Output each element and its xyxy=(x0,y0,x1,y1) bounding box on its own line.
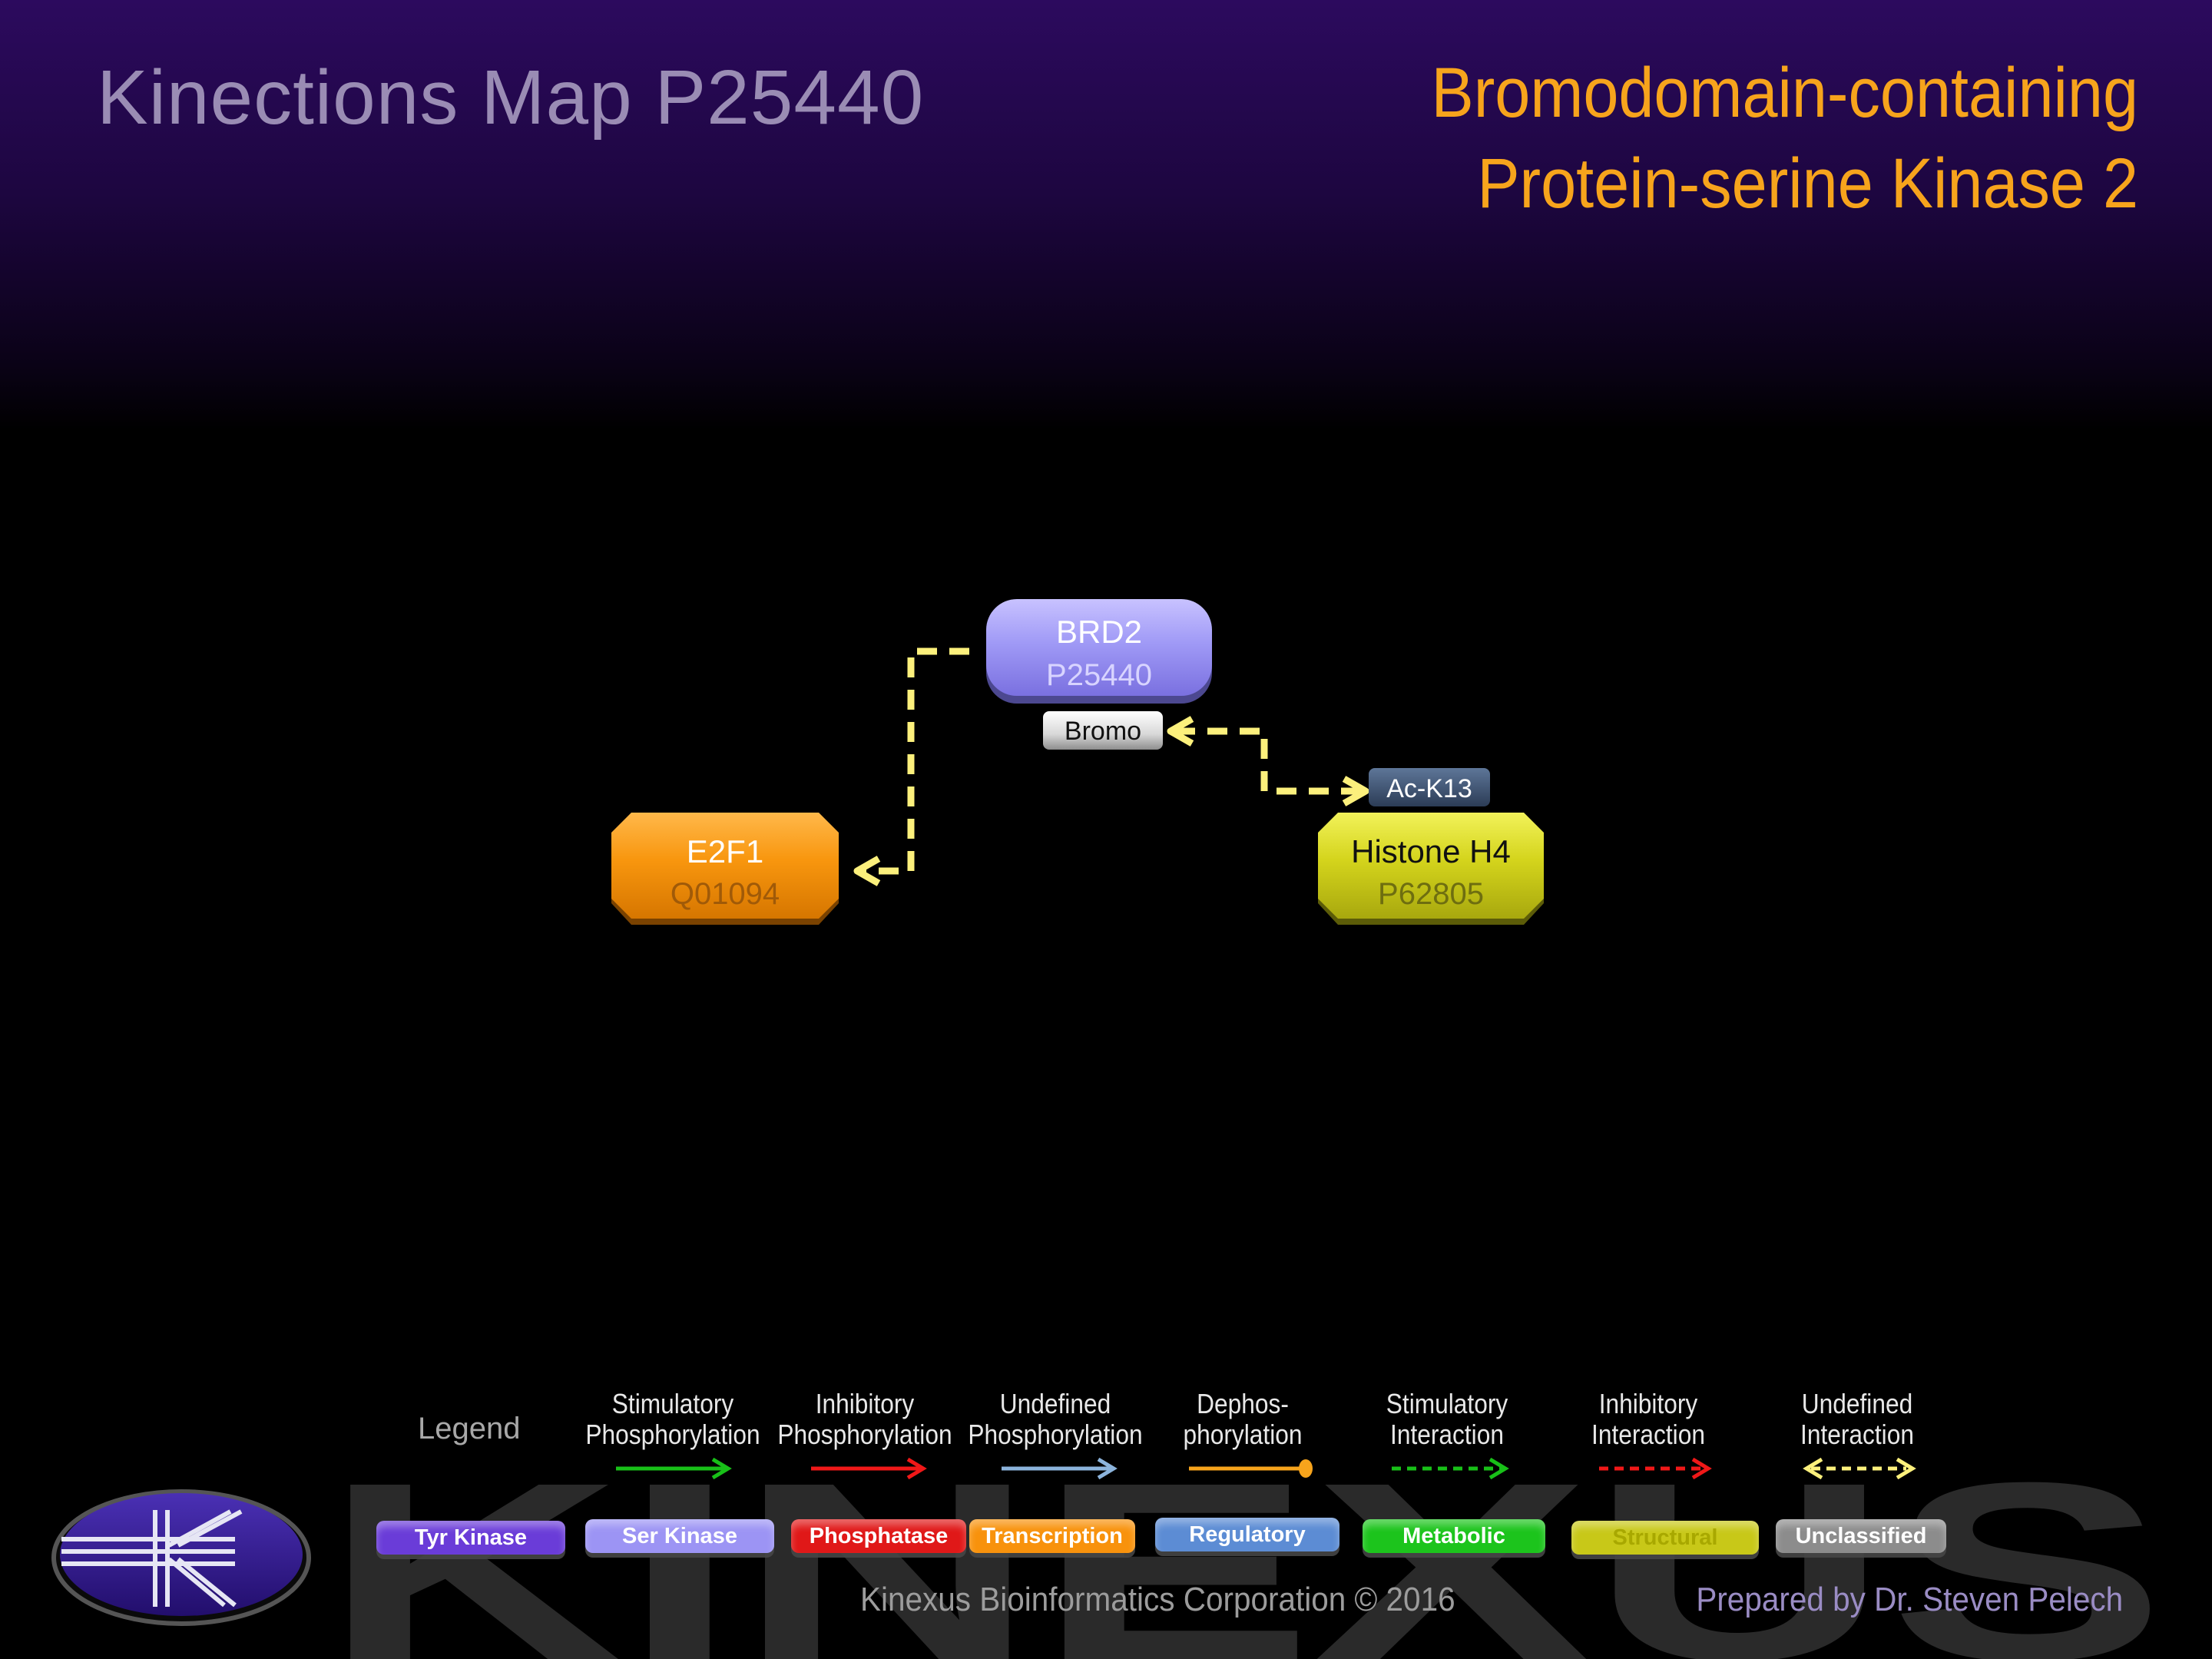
legend-chip-unclassified: Unclassified xyxy=(1776,1519,1946,1553)
node-brd2[interactable]: BRD2 P25440 xyxy=(986,599,1212,704)
legend-chip-structural: Structural xyxy=(1571,1521,1759,1555)
legend-label-stim-phos: Stimulatory Phosphorylation xyxy=(578,1389,767,1450)
footer-corporation: Kinexus Bioinformatics Corporation © 201… xyxy=(860,1581,1455,1618)
legend-label-undef-int: Undefined Interaction xyxy=(1763,1389,1952,1450)
legend-chip-tyr-kinase: Tyr Kinase xyxy=(376,1521,565,1555)
edge-bromo-histone-h4 xyxy=(1167,716,1369,806)
legend-label-undef-phos: Undefined Phosphorylation xyxy=(961,1389,1150,1450)
legend-label-line: phorylation xyxy=(1183,1419,1303,1450)
legend-chip-phosphatase: Phosphatase xyxy=(791,1519,966,1553)
arrowhead-ac-k13 xyxy=(1342,776,1369,806)
legend-label-inhib-phos: Inhibitory Phosphorylation xyxy=(770,1389,959,1450)
arrowhead-bromo xyxy=(1167,716,1194,747)
legend-title: Legend xyxy=(418,1412,521,1445)
legend-arrow-inhib-int xyxy=(1599,1457,1712,1480)
node-e2f1[interactable]: E2F1 Q01094 xyxy=(611,813,839,925)
legend-arrow-undef-phos xyxy=(1002,1457,1118,1480)
map-title: Kinections Map P25440 xyxy=(97,55,925,141)
protein-full-name: Bromodomain-containing Protein-serine Ki… xyxy=(1171,48,2138,229)
site-bromo-label: Bromo xyxy=(1065,717,1141,746)
legend-label-stim-int: Stimulatory Interaction xyxy=(1353,1389,1541,1450)
header-band xyxy=(0,0,2212,430)
legend-label-line: Dephos- xyxy=(1197,1388,1289,1419)
legend-arrow-stim-int xyxy=(1392,1457,1509,1480)
edge-brd2-e2f1 xyxy=(853,647,969,886)
legend-arrow-stim-phos xyxy=(616,1457,732,1480)
legend-label-line: Inhibitory xyxy=(1598,1388,1698,1419)
arrowhead-e2f1 xyxy=(853,856,881,886)
footer-prepared-by: Prepared by Dr. Steven Pelech xyxy=(1696,1581,2123,1618)
node-e2f1-accession: Q01094 xyxy=(671,877,780,911)
legend-label-line: Interaction xyxy=(1390,1419,1504,1450)
legend-chip-metabolic: Metabolic xyxy=(1363,1519,1545,1553)
node-histone-h4-accession: P62805 xyxy=(1378,877,1484,911)
legend-label-line: Interaction xyxy=(1591,1419,1705,1450)
legend-label-line: Inhibitory xyxy=(815,1388,915,1419)
node-histone-h4-name: Histone H4 xyxy=(1351,833,1511,869)
legend-label-line: Interaction xyxy=(1800,1419,1914,1450)
legend-label-line: Undefined xyxy=(1801,1388,1913,1419)
node-brd2-accession: P25440 xyxy=(1046,658,1152,692)
node-brd2-name: BRD2 xyxy=(1056,614,1142,650)
node-histone-h4[interactable]: Histone H4 P62805 xyxy=(1318,813,1544,925)
legend-label-line: Phosphorylation xyxy=(585,1419,760,1450)
site-ac-k13[interactable]: Ac-K13 xyxy=(1369,768,1490,806)
protein-name-line-2: Protein-serine Kinase 2 xyxy=(1477,144,2138,223)
legend-label-line: Phosphorylation xyxy=(968,1419,1143,1450)
legend-label-line: Undefined xyxy=(999,1388,1111,1419)
legend-arrow-inhib-phos xyxy=(811,1457,927,1480)
legend-label-inhib-int: Inhibitory Interaction xyxy=(1554,1389,1743,1450)
protein-name-line-1: Bromodomain-containing xyxy=(1431,54,2138,132)
legend-chip-regulatory: Regulatory xyxy=(1155,1518,1339,1551)
site-ac-k13-label: Ac-K13 xyxy=(1386,774,1472,803)
site-bromo[interactable]: Bromo xyxy=(1043,711,1163,750)
legend-label-line: Stimulatory xyxy=(1386,1388,1508,1419)
legend-chip-ser-kinase: Ser Kinase xyxy=(585,1519,774,1553)
kinexus-logo xyxy=(51,1489,311,1626)
legend-chip-transcription: Transcription xyxy=(969,1519,1135,1553)
legend-arrow-undef-int xyxy=(1803,1457,1916,1480)
legend-label-dephos: Dephos- phorylation xyxy=(1148,1389,1337,1450)
node-e2f1-name: E2F1 xyxy=(687,833,763,869)
legend-label-line: Stimulatory xyxy=(611,1388,734,1419)
legend-arrow-dephos xyxy=(1189,1459,1313,1478)
legend-label-line: Phosphorylation xyxy=(777,1419,952,1450)
